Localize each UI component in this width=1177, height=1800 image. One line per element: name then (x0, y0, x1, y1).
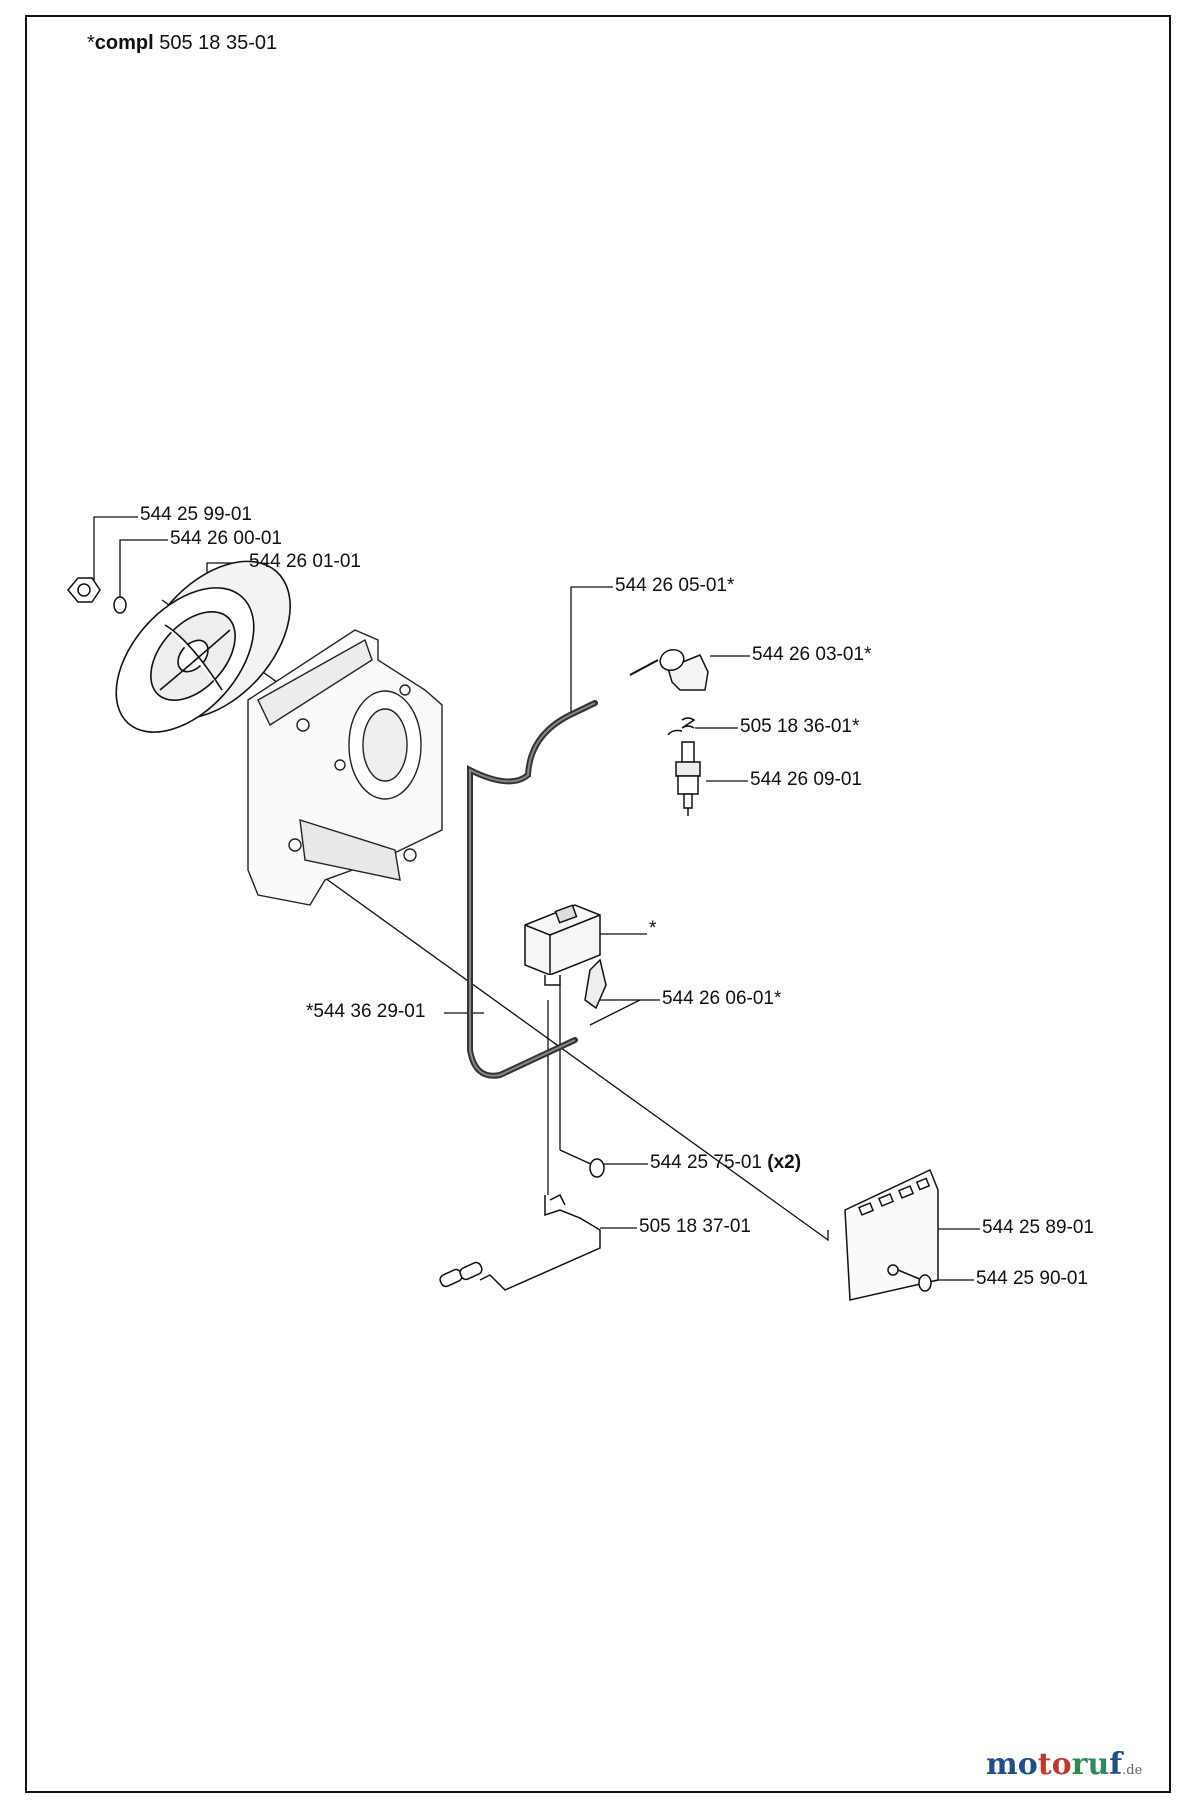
label-p12: 505 18 37-01 (639, 1216, 751, 1237)
spark-plug-part (675, 741, 701, 816)
assembly-header: *compl 505 18 35-01 (87, 32, 278, 54)
label-p4: 544 26 05-01* (615, 575, 735, 596)
motoruf-logo: motoruf.de (986, 1747, 1143, 1782)
module-bracket-part (584, 958, 607, 1010)
flywheel-part (115, 560, 291, 733)
label-p8: * (649, 918, 657, 939)
label-p10: *544 36 29-01 (306, 1001, 426, 1022)
label-p2: 544 26 00-01 (170, 528, 282, 549)
screw-part (559, 1149, 605, 1178)
leader-p2 (119, 539, 168, 603)
spark-plug-cap-part (629, 648, 709, 691)
bracket-axis (299, 859, 829, 1242)
drawing-frame (25, 15, 1171, 1793)
label-p11-qty: (x2) (767, 1152, 802, 1173)
leader-p4 (570, 586, 613, 715)
nut-part (67, 577, 101, 603)
ignition-cable-core (469, 702, 596, 1077)
spring-part (667, 717, 696, 736)
label-p3: 544 26 01-01 (249, 551, 361, 572)
diag-line (589, 999, 641, 1026)
crankcase-part (247, 629, 443, 906)
plate-screw-part (897, 1269, 932, 1292)
label-p9: 544 26 06-01* (662, 988, 782, 1009)
label-p14: 544 25 90-01 (976, 1268, 1088, 1289)
stop-cable-part (439, 1193, 601, 1291)
label-p6: 505 18 36-01* (740, 716, 860, 737)
cover-plate-part (844, 1168, 939, 1301)
label-p13: 544 25 89-01 (982, 1217, 1094, 1238)
label-p7: 544 26 09-01 (750, 769, 862, 790)
label-p5: 544 26 03-01* (752, 644, 872, 665)
label-p11: 544 25 75-01 (x2) (650, 1152, 801, 1174)
label-p1: 544 25 99-01 (140, 504, 252, 525)
label-p11-number: 544 25 75-01 (650, 1152, 762, 1173)
ignition-module-part (524, 904, 601, 986)
ignition-cable (467, 700, 598, 1079)
header-bold: compl (94, 32, 154, 54)
key-part (113, 596, 127, 614)
header-number: 505 18 35-01 (153, 32, 278, 54)
leader-p1 (93, 516, 138, 590)
